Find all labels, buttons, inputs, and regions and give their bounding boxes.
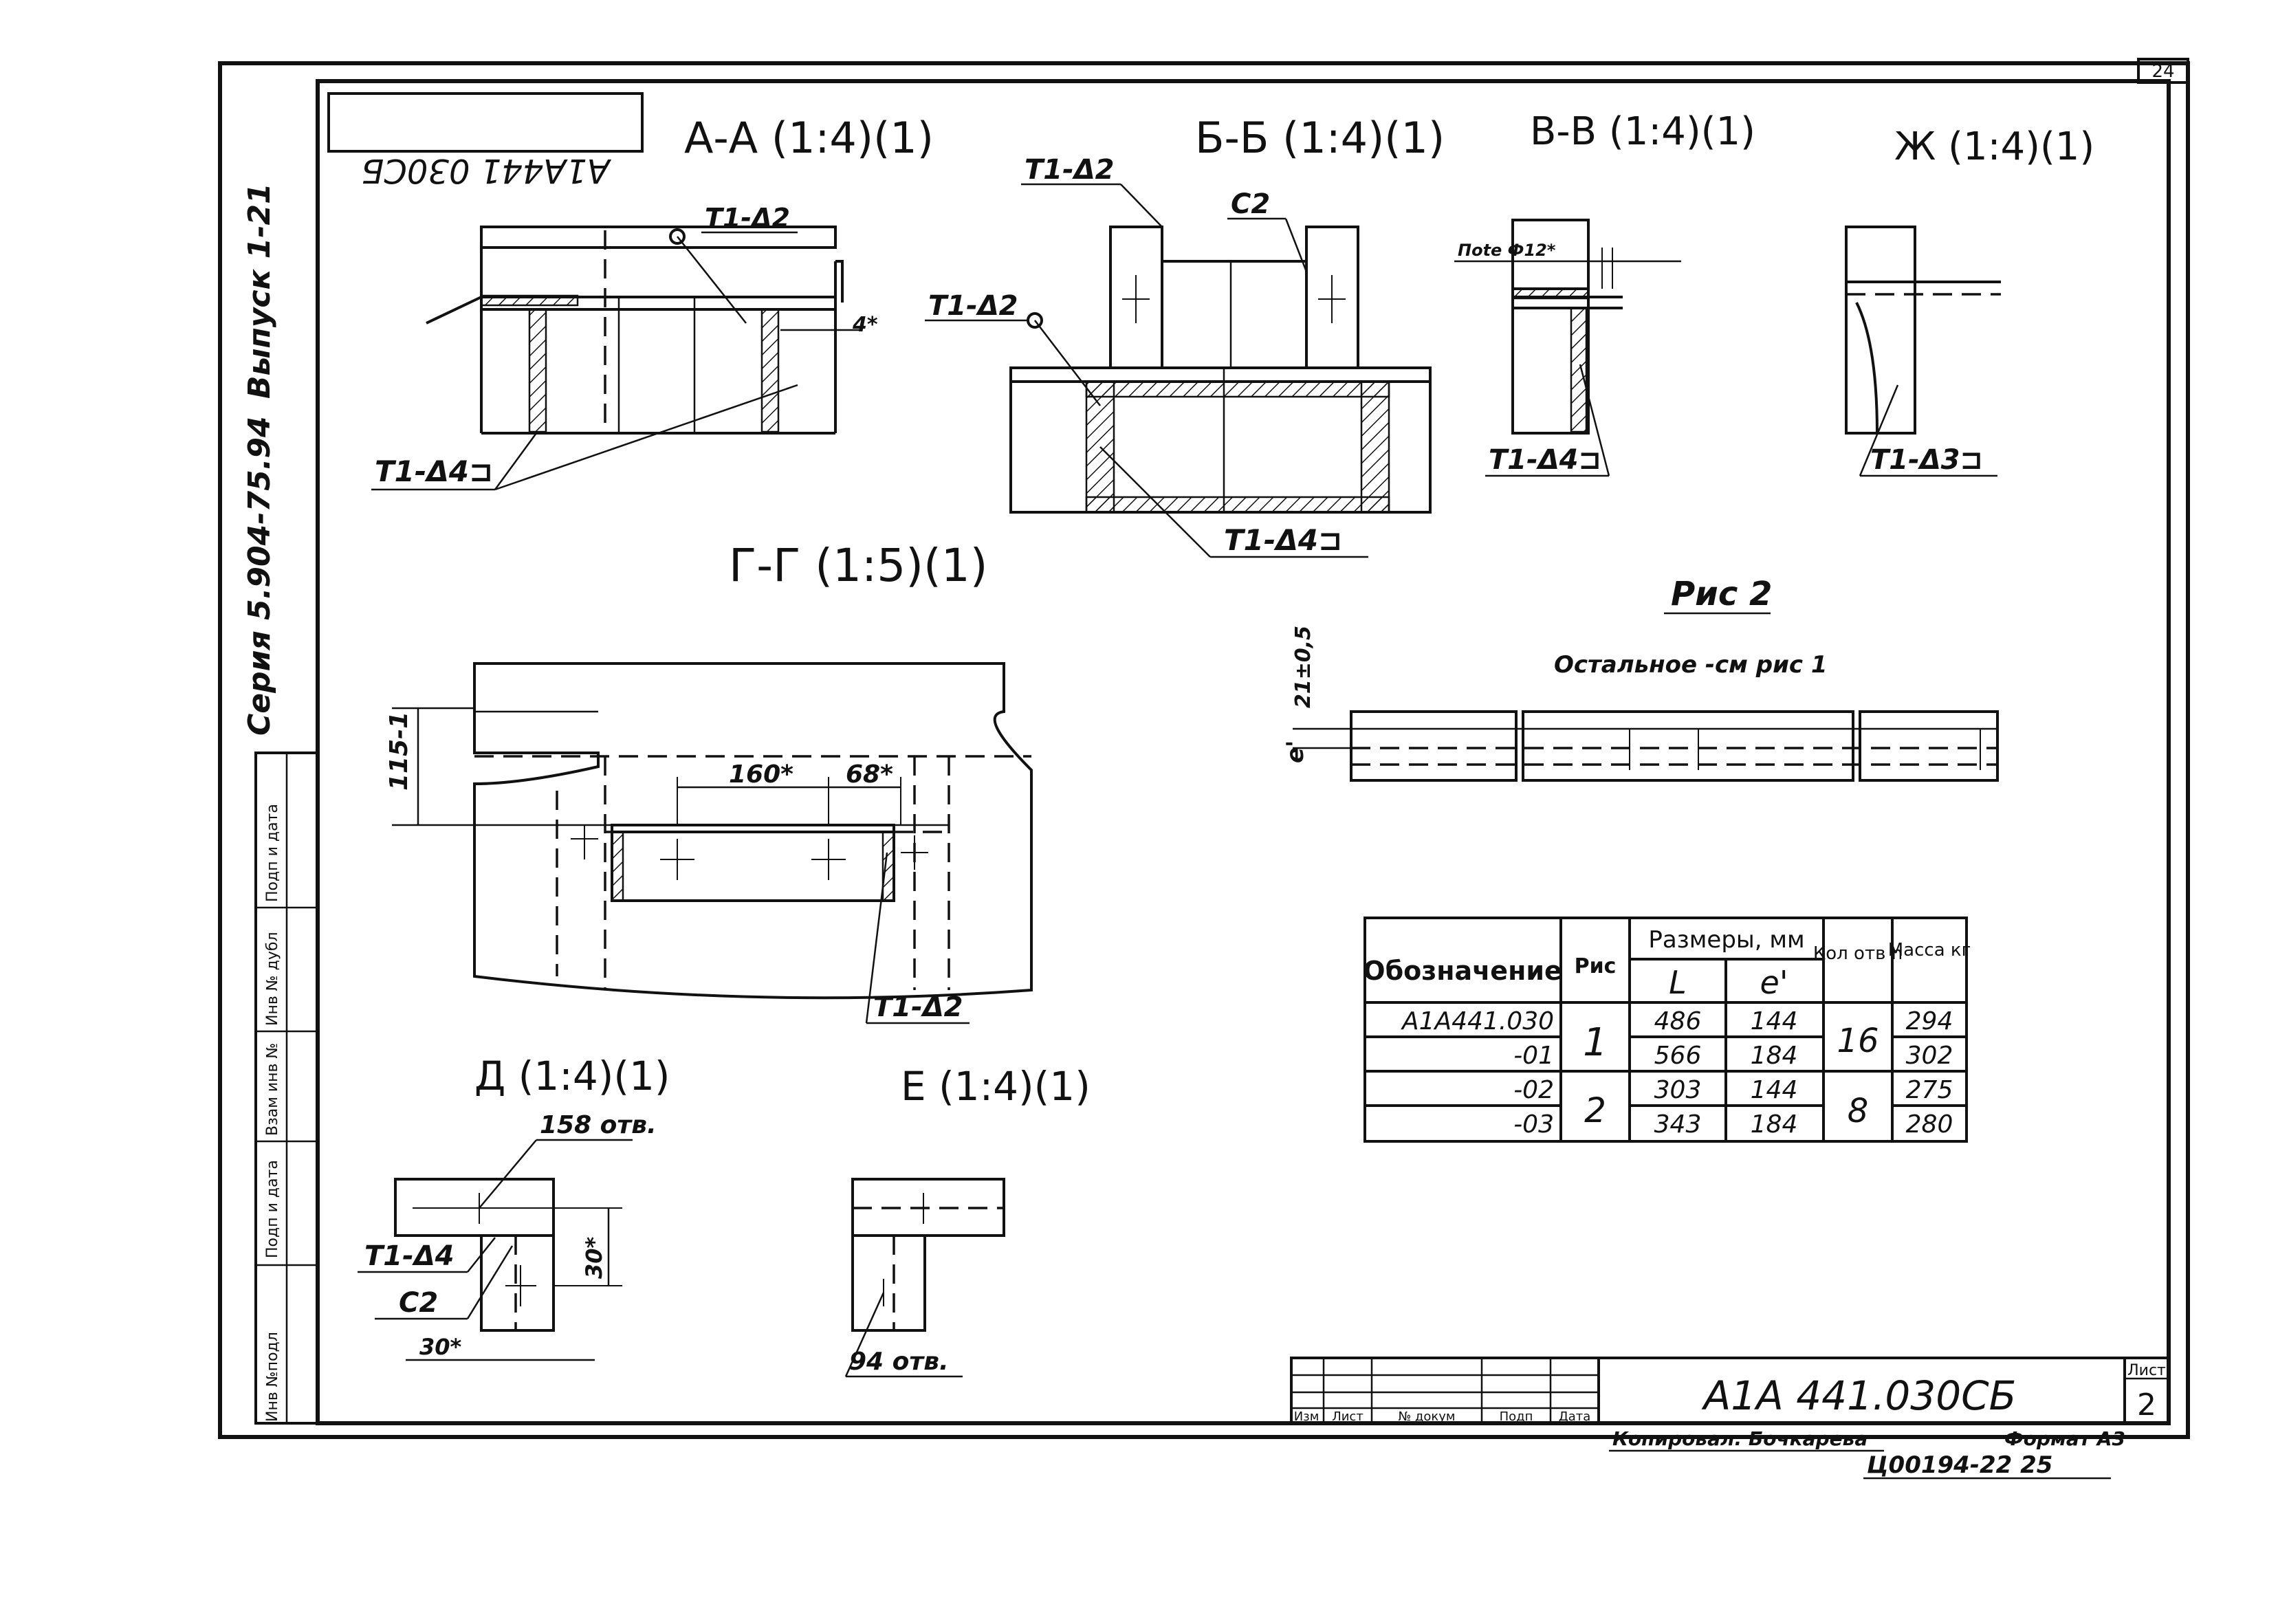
view-gg-weld: Т1-Δ2 [873,991,963,1023]
view-bb-weld3: Т1-Δ2 [928,290,1018,322]
view-d-weld1: Т1-Δ4 [364,1240,454,1272]
copied-by: Копировал. Бочкарева [1612,1427,1868,1450]
margin-field-5: Подп и дата [264,804,281,902]
margin-field-4: Инв № дубл [264,932,281,1026]
table-row: -02 303 144 275 [1513,1076,1953,1104]
page-number: 24 [2151,61,2174,82]
view-d-title: Д (1:4)(1) [474,1053,670,1099]
view-aa-dim: 4* [852,313,878,337]
view-gg-dim1: 160* [729,760,793,789]
row-designation: А1А441.030 [1401,1007,1554,1035]
margin-fields: Инв №подл Подп и дата Взам инв № Инв № д… [254,751,319,1425]
title-col-sign: Подп [1500,1409,1533,1424]
series-label: Серия 5.904-75.94 [242,416,277,736]
row-e: 184 [1751,1110,1798,1139]
figure-2: Рис 2 Остальное -см рис 1 21±0,5 e' [1282,575,1999,782]
header-fig: Рис [1575,954,1617,978]
view-bb-title: Б-Б (1:4)(1) [1195,113,1445,163]
footer: Копировал. Бочкарева Формат А3 Ц00194-22… [1609,1427,2125,1480]
header-e: e' [1760,964,1788,1001]
row-L: 486 [1654,1007,1702,1035]
view-aa: А-А (1:4)(1) Т1-Δ2 4* Т1-Δ4⊐ [371,113,934,491]
group-qty: 8 [1848,1092,1869,1130]
group-qty: 16 [1837,1022,1879,1060]
figure-2-dim: 21±0,5 [1291,626,1315,708]
view-bb-weld2: С2 [1231,188,1270,220]
view-bb-weld1: Т1-Δ2 [1025,154,1115,186]
header-L: L [1669,964,1687,1001]
margin-field-3: Взам инв № [264,1043,281,1136]
sheet-label: Лист [2127,1362,2166,1379]
row-mass: 280 [1906,1110,1953,1139]
row-e: 144 [1751,1007,1798,1035]
view-aa-weld1: Т1-Δ2 [705,203,790,233]
document-code: А1А 441.030СБ [1701,1372,2017,1419]
view-aa-title: А-А (1:4)(1) [684,113,934,163]
view-gg: Г-Г (1:5)(1) 115-1 160* 68* Т1-Δ2 [385,539,1033,1024]
row-designation: -01 [1513,1042,1554,1070]
view-zh: Ж (1:4)(1) Т1-Δ3⊐ [1845,124,2094,477]
title-col-izm: Изм [1294,1409,1319,1424]
row-e: 184 [1751,1042,1798,1070]
view-gg-dim-height: 115-1 [385,712,413,791]
title-col-doc: № докум [1398,1409,1455,1424]
margin-field-2: Подп и дата [264,1160,281,1258]
view-aa-weld2: Т1-Δ4⊐ [375,454,493,488]
row-mass: 275 [1906,1076,1953,1104]
view-e: Е (1:4)(1) 94 отв. [844,1063,1091,1378]
table-row: А1А441.030 486 144 294 [1401,1007,1953,1035]
view-d-dim-vertical: 30* [581,1236,607,1279]
row-e: 144 [1751,1076,1798,1104]
mirrored-stamp: А1А441 030СБ [327,92,644,190]
view-d-dim-horizontal: 30* [419,1334,462,1360]
row-L: 303 [1654,1076,1702,1104]
sheet-frame: 24 [218,58,2190,1439]
table-row: -03 343 184 280 [1513,1110,1953,1139]
view-d: Д (1:4)(1) 158 отв. Т1-Δ4 С2 30* 30* [358,1053,670,1361]
view-vv: В-В (1:4)(1) Пote Ф12* Т1-Δ4⊐ [1454,109,1755,477]
row-designation: -02 [1513,1076,1554,1104]
row-L: 566 [1654,1042,1702,1070]
group-fig: 1 [1583,1020,1608,1065]
paper-format: Формат А3 [2004,1427,2125,1450]
header-mass: Масса кг [1888,940,1971,961]
view-gg-dim2: 68* [846,760,893,789]
title-block: Изм Лист № докум Подп Дата А1А 441.030СБ… [1290,1357,2170,1425]
table-row: -01 566 184 302 [1513,1042,1953,1070]
view-vv-title: В-В (1:4)(1) [1530,109,1755,154]
view-e-holes: 94 отв. [849,1348,949,1376]
view-bb: Б-Б (1:4)(1) Т1-Δ2 С2 Т1-Δ2 Т1-Δ4⊐ [925,113,1445,558]
header-sizes: Размеры, мм [1648,926,1804,954]
view-d-weld2: С2 [399,1287,438,1319]
left-margin: Серия 5.904-75.94 Выпуск 1-21 [242,183,277,736]
row-mass: 294 [1906,1007,1953,1035]
group-fig: 2 [1584,1090,1606,1130]
view-bb-weld4: Т1-Δ4⊐ [1224,523,1342,557]
figure-2-dim-label: e' [1282,740,1309,763]
view-e-title: Е (1:4)(1) [901,1063,1091,1110]
row-designation: -03 [1513,1110,1554,1139]
view-vv-weld: Т1-Δ4⊐ [1489,444,1601,476]
header-designation: Обозначение [1363,956,1562,986]
view-zh-title: Ж (1:4)(1) [1894,124,2094,169]
row-mass: 302 [1906,1042,1953,1070]
figure-2-label: Рис 2 [1671,575,1772,613]
header-qty: Кол отв n [1813,943,1903,964]
margin-field-1: Инв №подл [264,1332,281,1422]
view-zh-weld: Т1-Δ3⊐ [1870,444,1983,476]
row-L: 343 [1654,1110,1702,1139]
title-col-list: Лист [1332,1409,1363,1424]
archive-number: Ц00194-22 25 [1867,1451,2052,1479]
view-gg-title: Г-Г (1:5)(1) [729,539,988,592]
mirrored-stamp-text: А1А441 030СБ [361,151,611,190]
sheet-number: 2 [2137,1387,2156,1423]
view-d-holes: 158 отв. [540,1111,657,1139]
figure-2-note: Остальное -см рис 1 [1554,651,1828,679]
title-col-date: Дата [1559,1409,1591,1424]
view-vv-note: Пote Ф12* [1458,241,1556,260]
spec-table: Обозначение Рис Размеры, мм L e' Кол отв… [1363,917,1971,1143]
issue-label: Выпуск 1-21 [242,183,277,399]
